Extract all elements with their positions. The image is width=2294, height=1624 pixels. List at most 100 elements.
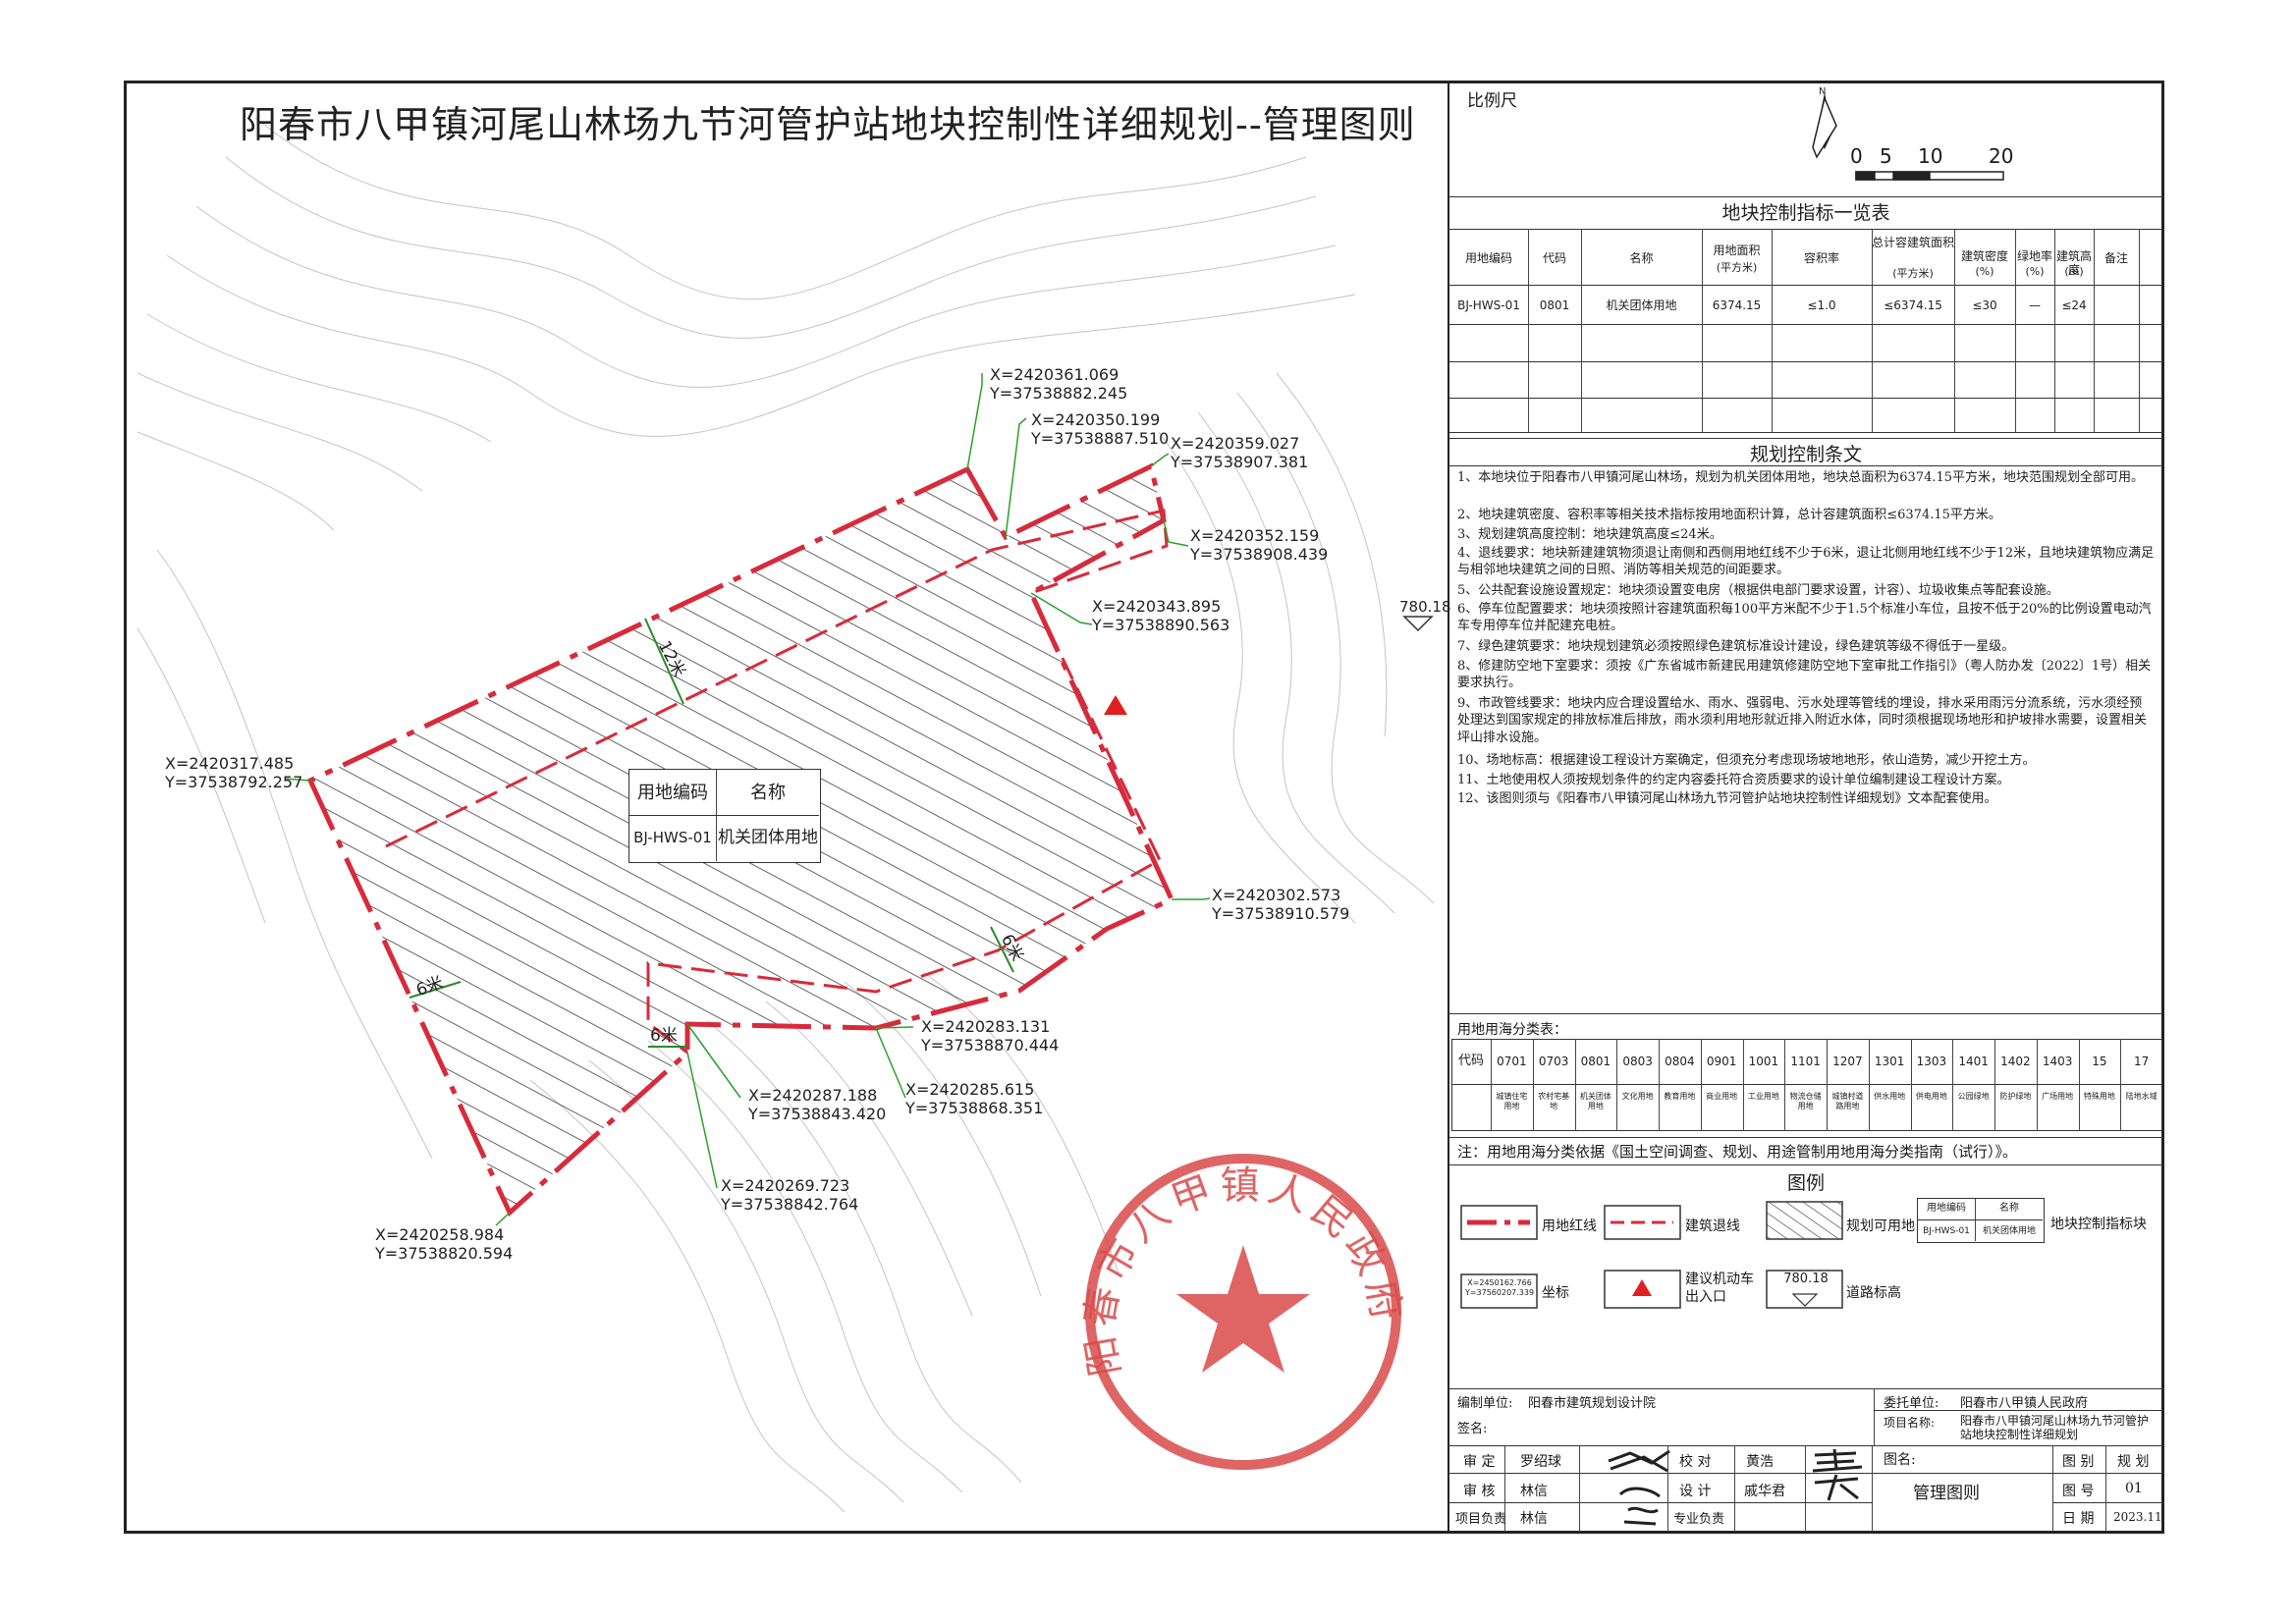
landuse-name: 物流仓储用地 [1789,1092,1822,1110]
legend-elev-value: 780.18 [1783,1272,1829,1286]
landuse-code-header: 代码 [1457,1054,1484,1068]
rule-item: 7、绿色建筑要求：地块规划建筑必须按照绿色建筑标准设计建设，绿色建筑等级不得低于… [1457,639,2015,654]
landuse-code: 1001 [1748,1055,1779,1068]
drawing-frame [124,81,2164,1534]
scale-tick: 10 [1918,144,1943,168]
rule-item: 11、土地使用权人须按规划条件的约定内容委托符合资质要求的设计单位编制建设工程设… [1457,773,2010,787]
signature-marks [1608,1449,1670,1526]
road-elevation-label: 780.18 [1399,598,1451,616]
north-arrow-icon [1812,92,1837,159]
rule-item: 2、地块建筑密度、容积率等相关技术指标按用地面积计算，总计容建筑面积≤6374.… [1457,508,2001,522]
landuse-code: 1301 [1874,1055,1905,1068]
landuse-col-divider [1784,1039,1786,1131]
landuse-code: 1207 [1832,1055,1863,1068]
legend-usable: 规划可用地 [1846,1218,1915,1234]
legend-entrance: 建议机动车出入口 [1685,1272,1754,1305]
landuse-name: 工业用地 [1747,1092,1779,1101]
rule-item: 5、公共配套设施设置规定：地块须设置变电房（根据供电部门要求设置，计容）、垃圾收… [1457,583,2059,598]
landuse-col-divider [1700,1039,1702,1131]
rule-item: 6、停车位配置要求：地块须按照计容建筑面积每100平方米配不少于1.5个标准小车… [1457,602,2152,634]
landuse-col-divider [1994,1039,1995,1131]
info-panel [1447,81,2164,1534]
scale-tick: 20 [1989,144,2014,168]
landuse-col-divider [1574,1039,1576,1131]
setback-label-south: 6米 [650,1026,678,1046]
rule-item: 4、退线要求：地块新建建筑物须退让南侧和西侧用地红线不少于6米，退让北侧用地红线… [1457,546,2155,578]
entrance-icon [1104,695,1127,715]
landuse-code: 1303 [1916,1055,1947,1068]
rule-item: 10、场地标高：根据建设工程设计方案确定，但须充分考虑现场坡地地形，依山造势，减… [1457,753,2036,768]
landuse-code: 17 [2133,1055,2150,1068]
landuse-name: 机关团体用地 [1579,1092,1611,1110]
scale-bar [1855,171,2004,181]
landuse-col-divider [1532,1039,1534,1131]
landuse-code: 1101 [1790,1055,1821,1068]
landuse-col-divider [2036,1039,2038,1131]
landuse-col-divider [1827,1039,1828,1131]
scale-tick: 0 [1850,144,1863,168]
indicator-table-title: 地块控制指标一览表 [1721,202,1890,224]
landuse-code: 0701 [1497,1055,1527,1068]
landuse-table [1451,1039,2162,1131]
landuse-col-divider [1616,1039,1618,1131]
landuse-code: 0901 [1706,1055,1737,1068]
legend-symbols [1460,1201,1843,1309]
landuse-name: 广场用地 [2042,1092,2074,1101]
landuse-code: 1403 [2042,1055,2073,1068]
landuse-note: 注：用地用海分类依据《国土空间调查、规划、用途管制用地用海分类指南（试行）》。 [1457,1143,2018,1161]
landuse-col-divider [1952,1039,1954,1131]
legend-setback: 建筑退线 [1685,1218,1740,1234]
scale-label: 比例尺 [1467,91,1517,111]
landuse-name: 城镇住宅用地 [1496,1092,1528,1110]
rule-item: 9、市政管线要求：地块内应合理设置给水、雨水、强弱电、污水处理等管线的埋设，排水… [1457,696,2148,745]
landuse-name: 城镇村道路用地 [1831,1092,1864,1110]
signature-marks [1812,1448,1863,1501]
rule-item: 12、该图则须与《阳春市八甲镇河尾山林场九节河管护站地块控制性详细规划》文本配套… [1457,791,1997,806]
legend-redline: 用地红线 [1542,1218,1597,1234]
landuse-code: 0804 [1665,1055,1695,1068]
north-label: N [1819,86,1827,97]
landuse-col-divider [1910,1039,1912,1131]
landuse-col-divider [1659,1039,1660,1131]
landuse-code: 15 [2092,1055,2107,1068]
landuse-name: 防护绿地 [1999,1092,2032,1101]
landuse-name: 特殊用地 [2083,1092,2115,1101]
landuse-code: 0703 [1538,1055,1569,1068]
landuse-col-divider [1491,1039,1492,1131]
landuse-name: 陆地水域 [2125,1092,2157,1101]
landuse-name: 商业用地 [1706,1092,1738,1101]
rule-item: 1、本地块位于阳春市八甲镇河尾山林场，规划为机关团体用地，地块总面积为6374.… [1457,470,2145,485]
parcel-redline [306,462,1175,1218]
scale-tick: 5 [1880,144,1892,168]
landuse-code: 0801 [1580,1055,1611,1068]
setback-dimensions [409,618,1014,1048]
legend-elev: 道路标高 [1846,1285,1901,1301]
landuse-code: 1402 [2000,1055,2031,1068]
landuse-name: 文化用地 [1621,1092,1654,1101]
rule-item: 3、规划建筑高度控制：地块建筑高度≤24米。 [1457,527,1722,542]
page-title: 阳春市八甲镇河尾山林场九节河管护站地块控制性详细规划--管理图则 [240,103,1416,146]
legend-title: 图例 [1786,1172,1825,1194]
landuse-name: 供电用地 [1915,1092,1947,1101]
landuse-code: 0803 [1622,1055,1653,1068]
landuse-name: 供水用地 [1874,1092,1906,1101]
setback-line [385,509,1169,1055]
landuse-col-divider [1868,1039,1870,1131]
road-elevation-icon [1402,616,1434,632]
landuse-col-divider [1742,1039,1744,1131]
official-seal: 阳春市八甲镇人民政府 [1078,1154,1403,1470]
legend-indicator: 地块控制指标块 [2050,1217,2147,1232]
landuse-col-divider [2120,1039,2122,1131]
